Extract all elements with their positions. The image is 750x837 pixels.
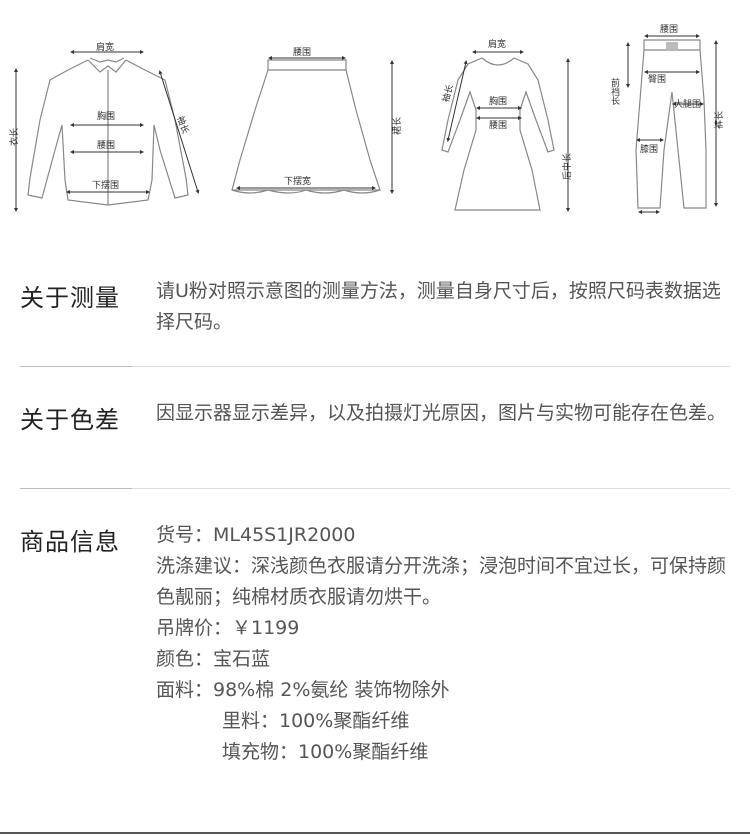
info-color: 颜色：宝石蓝: [156, 648, 271, 670]
skirt-diagram: [231, 59, 381, 194]
divider: [20, 488, 730, 489]
shirt-hem-label: 下摆围: [92, 179, 119, 191]
shirt-chest-label: 胸围: [97, 110, 115, 122]
info-lining: 里料：100%聚酯纤维: [222, 710, 410, 732]
size-diagrams: 肩宽 衣长 袖长 胸围 腰围 下摆围 腰围 裙长 下摆宽: [0, 0, 750, 225]
color-title: 关于色差: [20, 406, 120, 434]
measure-text: 请U粉对照示意图的测量方法，测量自身尺寸后，按照尺码表数据选择尺码。: [156, 280, 721, 333]
measurement-illustration: 肩宽 衣长 袖长 胸围 腰围 下摆围 腰围 裙长 下摆宽: [8, 24, 725, 214]
dress-diagram: [441, 57, 555, 211]
info-wash: 洗涤建议：深浅颜色衣服请分开洗涤；浸泡时间不宜过长，可保持颜色靓丽；纯棉材质衣服…: [156, 555, 727, 608]
divider: [20, 366, 730, 367]
pants-waist-label: 腰围: [660, 24, 678, 35]
dress-shoulder-label: 肩宽: [488, 38, 506, 50]
color-text: 因显示器显示差异，以及拍摄灯光原因，图片与实物可能存在色差。: [156, 402, 727, 424]
info-fabric: 面料：98%棉 2%氨纶 装饰物除外: [156, 679, 450, 701]
bottom-border: [0, 832, 750, 834]
pants-diagram: [635, 39, 707, 209]
shirt-length-label: 衣长: [8, 128, 20, 146]
skirt-waist-label: 腰围: [293, 47, 311, 58]
info-sku: 货号：ML45S1JR2000: [156, 524, 356, 546]
skirt-length-label: 裙长: [391, 117, 403, 135]
info-filling: 填充物：100%聚酯纤维: [222, 741, 429, 763]
pants-length-label: 裤长: [713, 111, 725, 129]
dress-back-length-label: 后中长: [561, 153, 573, 180]
skirt-hem-label: 下摆宽: [284, 175, 311, 187]
shirt-shoulder-label: 肩宽: [96, 41, 114, 53]
dress-chest-label: 胸围: [489, 95, 507, 107]
info-price: 吊牌价：￥1199: [156, 617, 300, 639]
pants-front-rise-label: 前裆长: [609, 77, 620, 106]
pants-thigh-label: 大腿围: [674, 98, 701, 110]
measure-title: 关于测量: [20, 284, 120, 312]
pants-knee-label: 膝围: [640, 143, 658, 155]
info-body: 货号：ML45S1JR2000 洗涤建议：深浅颜色衣服请分开洗涤；浸泡时间不宜过…: [156, 520, 736, 768]
dress-waist-label: 腰围: [489, 120, 507, 131]
info-title: 商品信息: [20, 528, 120, 556]
pants-hip-label: 臀围: [648, 74, 666, 85]
shirt-waist-label: 腰围: [97, 140, 115, 151]
